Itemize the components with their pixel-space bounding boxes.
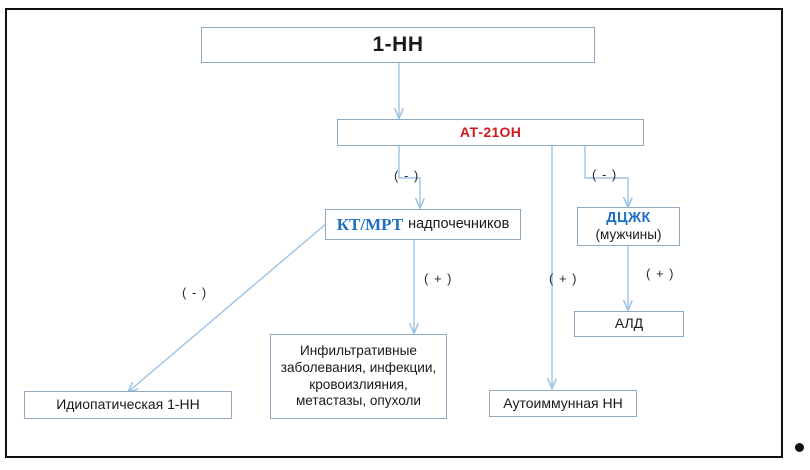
node-vlcfa-rest: (мужчины) [595,227,662,243]
edge-label-antibody-to-imaging: ( - ) [394,168,420,183]
bullet-dot [795,443,804,452]
slide-frame [5,8,783,458]
node-ald[interactable]: АЛД [574,311,684,337]
node-idiopathic-label: Идиопатическая 1-НН [56,396,200,413]
node-vlcfa-accent: ДЦЖК [606,210,651,226]
node-antibody-21oh[interactable]: АТ-21ОН [337,119,644,146]
node-infiltrative-line-4: метастазы, опухоли [295,393,422,409]
edge-label-imaging-to-infiltrative: ( + ) [424,271,453,286]
node-adrenal-imaging-rest: надпочечников [408,216,510,233]
node-primary-adrenal-insufficiency[interactable]: 1-НН [201,27,595,63]
node-ald-label: АЛД [614,315,644,332]
node-infiltrative-line-2: заболевания, инфекции, [280,359,437,375]
node-primary-adrenal-insufficiency-label: 1-НН [372,32,424,56]
node-infiltrative-line-1: Инфильтративные [300,342,417,358]
node-autoimmune-label: Аутоиммунная НН [503,394,623,411]
edge-label-antibody-to-autoimmune: ( + ) [549,271,578,286]
node-vlcfa[interactable]: ДЦЖК (мужчины) [577,207,680,246]
node-idiopathic[interactable]: Идиопатическая 1-НН [24,391,232,419]
edge-label-vlcfa-to-ald: ( + ) [646,266,675,281]
node-adrenal-imaging-accent: КТ/МРТ [336,214,404,234]
node-adrenal-imaging[interactable]: КТ/МРТ надпочечников [325,209,521,240]
edge-label-antibody-to-vlcfa: ( - ) [592,167,618,182]
node-infiltrative[interactable]: Инфильтративные заболевания, инфекции, к… [270,334,447,419]
node-infiltrative-line-3: кровоизлияния, [309,376,408,392]
node-antibody-21oh-label: АТ-21ОН [459,123,522,140]
edge-label-imaging-to-idiopathic: ( - ) [182,285,208,300]
node-autoimmune[interactable]: Аутоиммунная НН [489,390,637,417]
